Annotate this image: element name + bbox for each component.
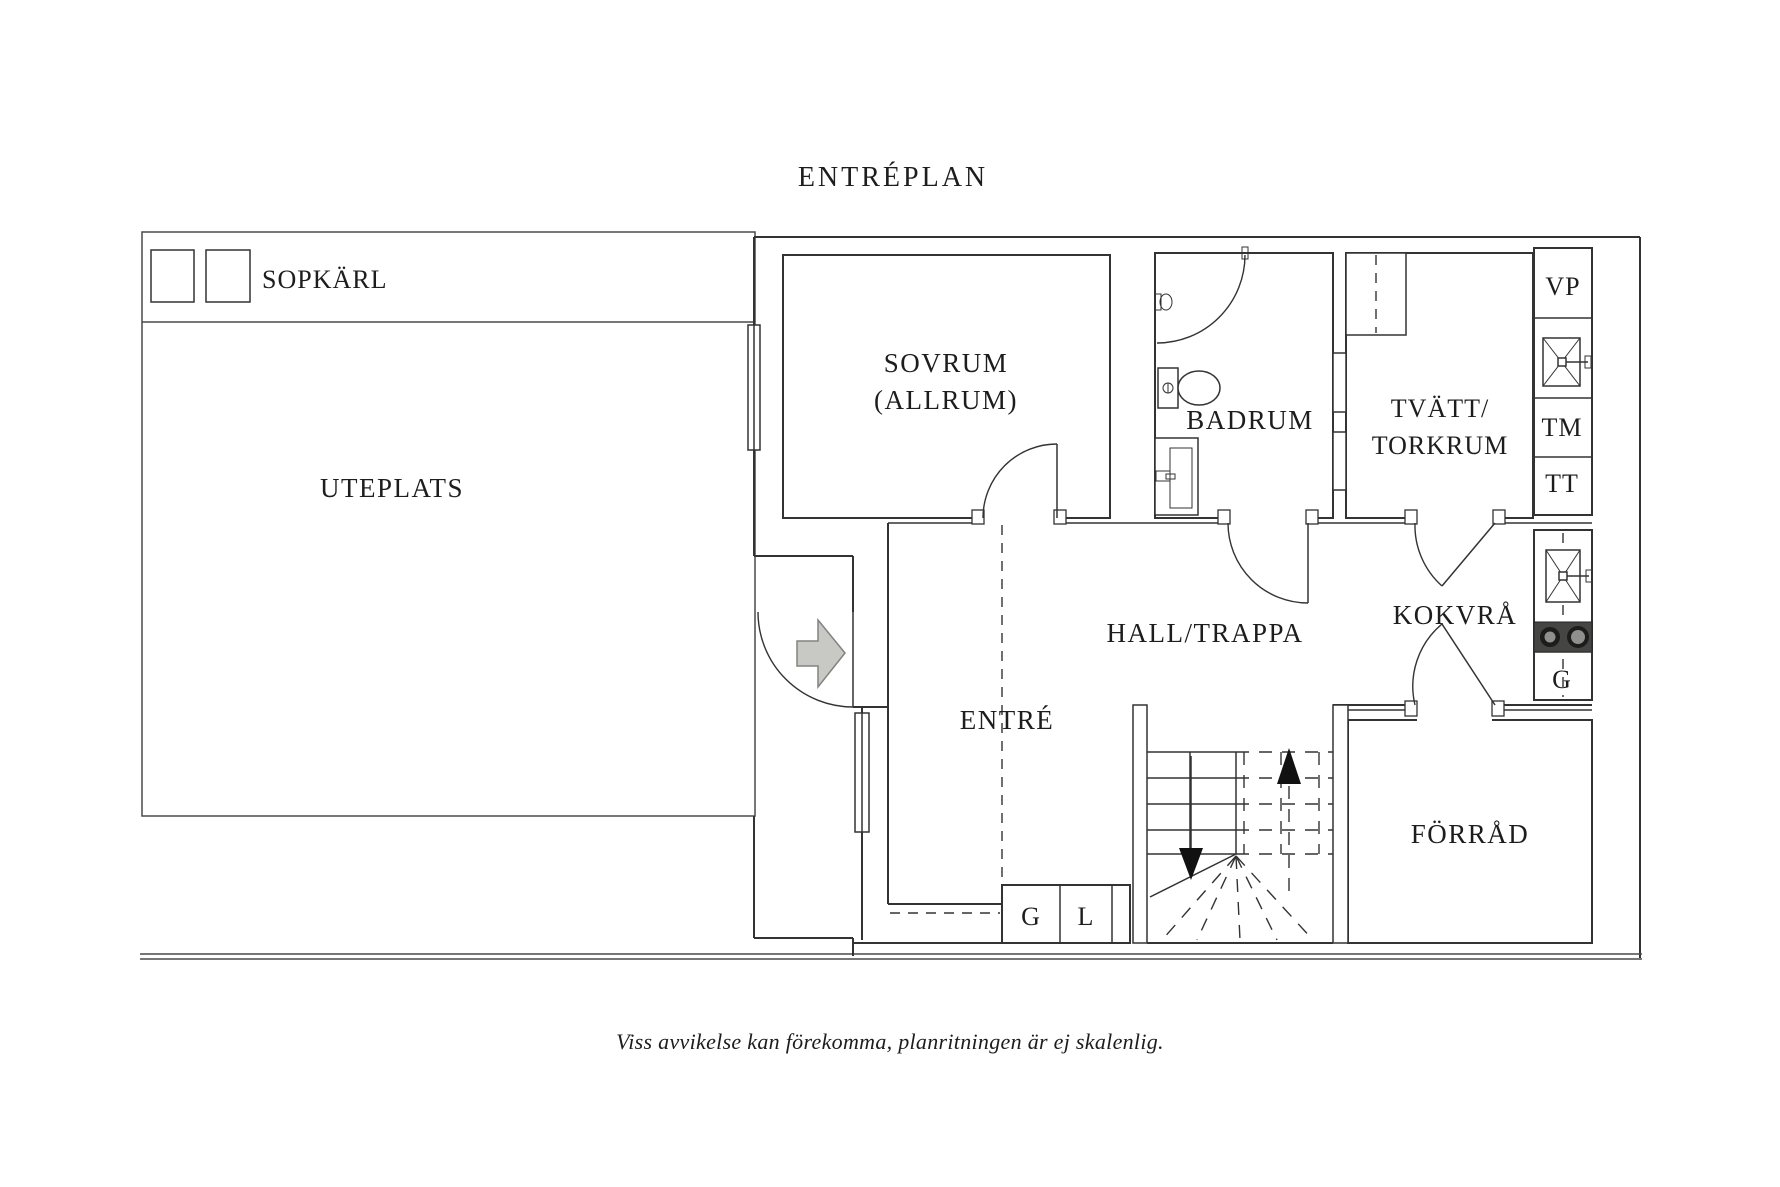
badrum-label: BADRUM bbox=[1186, 405, 1314, 435]
stairs-up-arrow-icon bbox=[1277, 748, 1301, 898]
forrad-west-wall bbox=[1332, 704, 1349, 944]
garbage-bin-1 bbox=[150, 249, 195, 303]
sopkarl-label: SOPKÄRL bbox=[262, 265, 387, 294]
plan-title: ENTRÉPLAN bbox=[798, 162, 988, 193]
entre-label: ENTRÉ bbox=[960, 705, 1055, 735]
wall-caps bbox=[971, 509, 1506, 717]
toilet-icon bbox=[1157, 367, 1221, 409]
stair-west-wall bbox=[1132, 704, 1148, 944]
hall-trappa-label: HALL/TRAPPA bbox=[1106, 618, 1303, 648]
door-openings bbox=[984, 512, 1493, 722]
laundry-sink-icon bbox=[1542, 337, 1592, 387]
tt-label: TT bbox=[1545, 469, 1579, 498]
wall-niche-2 bbox=[1332, 431, 1347, 491]
sovrum-label-line1: SOVRUM bbox=[884, 348, 1009, 378]
uteplats-label: UTEPLATS bbox=[320, 473, 464, 503]
kokvra-appliance-column bbox=[1533, 529, 1593, 701]
entrance-arrow-icon bbox=[796, 617, 846, 690]
sovrum-label-line2: (ALLRUM) bbox=[874, 385, 1018, 415]
laundry-appliance-column bbox=[1533, 247, 1593, 516]
tm-label: TM bbox=[1542, 413, 1583, 442]
room-forrad bbox=[1347, 719, 1593, 944]
garbage-bin-2 bbox=[205, 249, 251, 303]
l-closet-label: L bbox=[1078, 902, 1095, 931]
sovrum-door bbox=[982, 443, 1058, 519]
window-west-facade bbox=[747, 324, 761, 451]
window-entre bbox=[854, 712, 870, 833]
badrum-door bbox=[1227, 522, 1309, 604]
wall-niche-1 bbox=[1332, 352, 1347, 413]
tvatt-closet bbox=[1345, 252, 1407, 336]
kokvra-north-door bbox=[1414, 522, 1496, 587]
kokvra-south-door bbox=[1412, 623, 1496, 706]
g-kitchen-label: G bbox=[1552, 665, 1572, 694]
room-sovrum bbox=[782, 254, 1111, 519]
stove-icon bbox=[1533, 621, 1593, 653]
entrance-door bbox=[757, 611, 854, 708]
sink-icon bbox=[1154, 437, 1199, 516]
stairs-down-arrow-icon bbox=[1179, 756, 1203, 880]
entre-closets bbox=[1001, 884, 1131, 944]
forrad-label: FÖRRÅD bbox=[1411, 819, 1530, 849]
staircase bbox=[1147, 748, 1333, 944]
kokvra-sink-icon bbox=[1545, 549, 1593, 603]
tvatt-label-line1: TVÄTT/ bbox=[1391, 394, 1489, 423]
tvatt-label-line2: TORKRUM bbox=[1372, 431, 1509, 460]
disclaimer-text: Viss avvikelse kan förekomma, planritnin… bbox=[616, 1029, 1164, 1054]
uteplats-area: SOPKÄRL UTEPLATS bbox=[141, 231, 756, 817]
vp-label: VP bbox=[1545, 272, 1580, 301]
shower-icon bbox=[1154, 246, 1249, 344]
kokvra-label: KOKVRÅ bbox=[1393, 600, 1518, 630]
g-closet-label: G bbox=[1021, 902, 1041, 931]
